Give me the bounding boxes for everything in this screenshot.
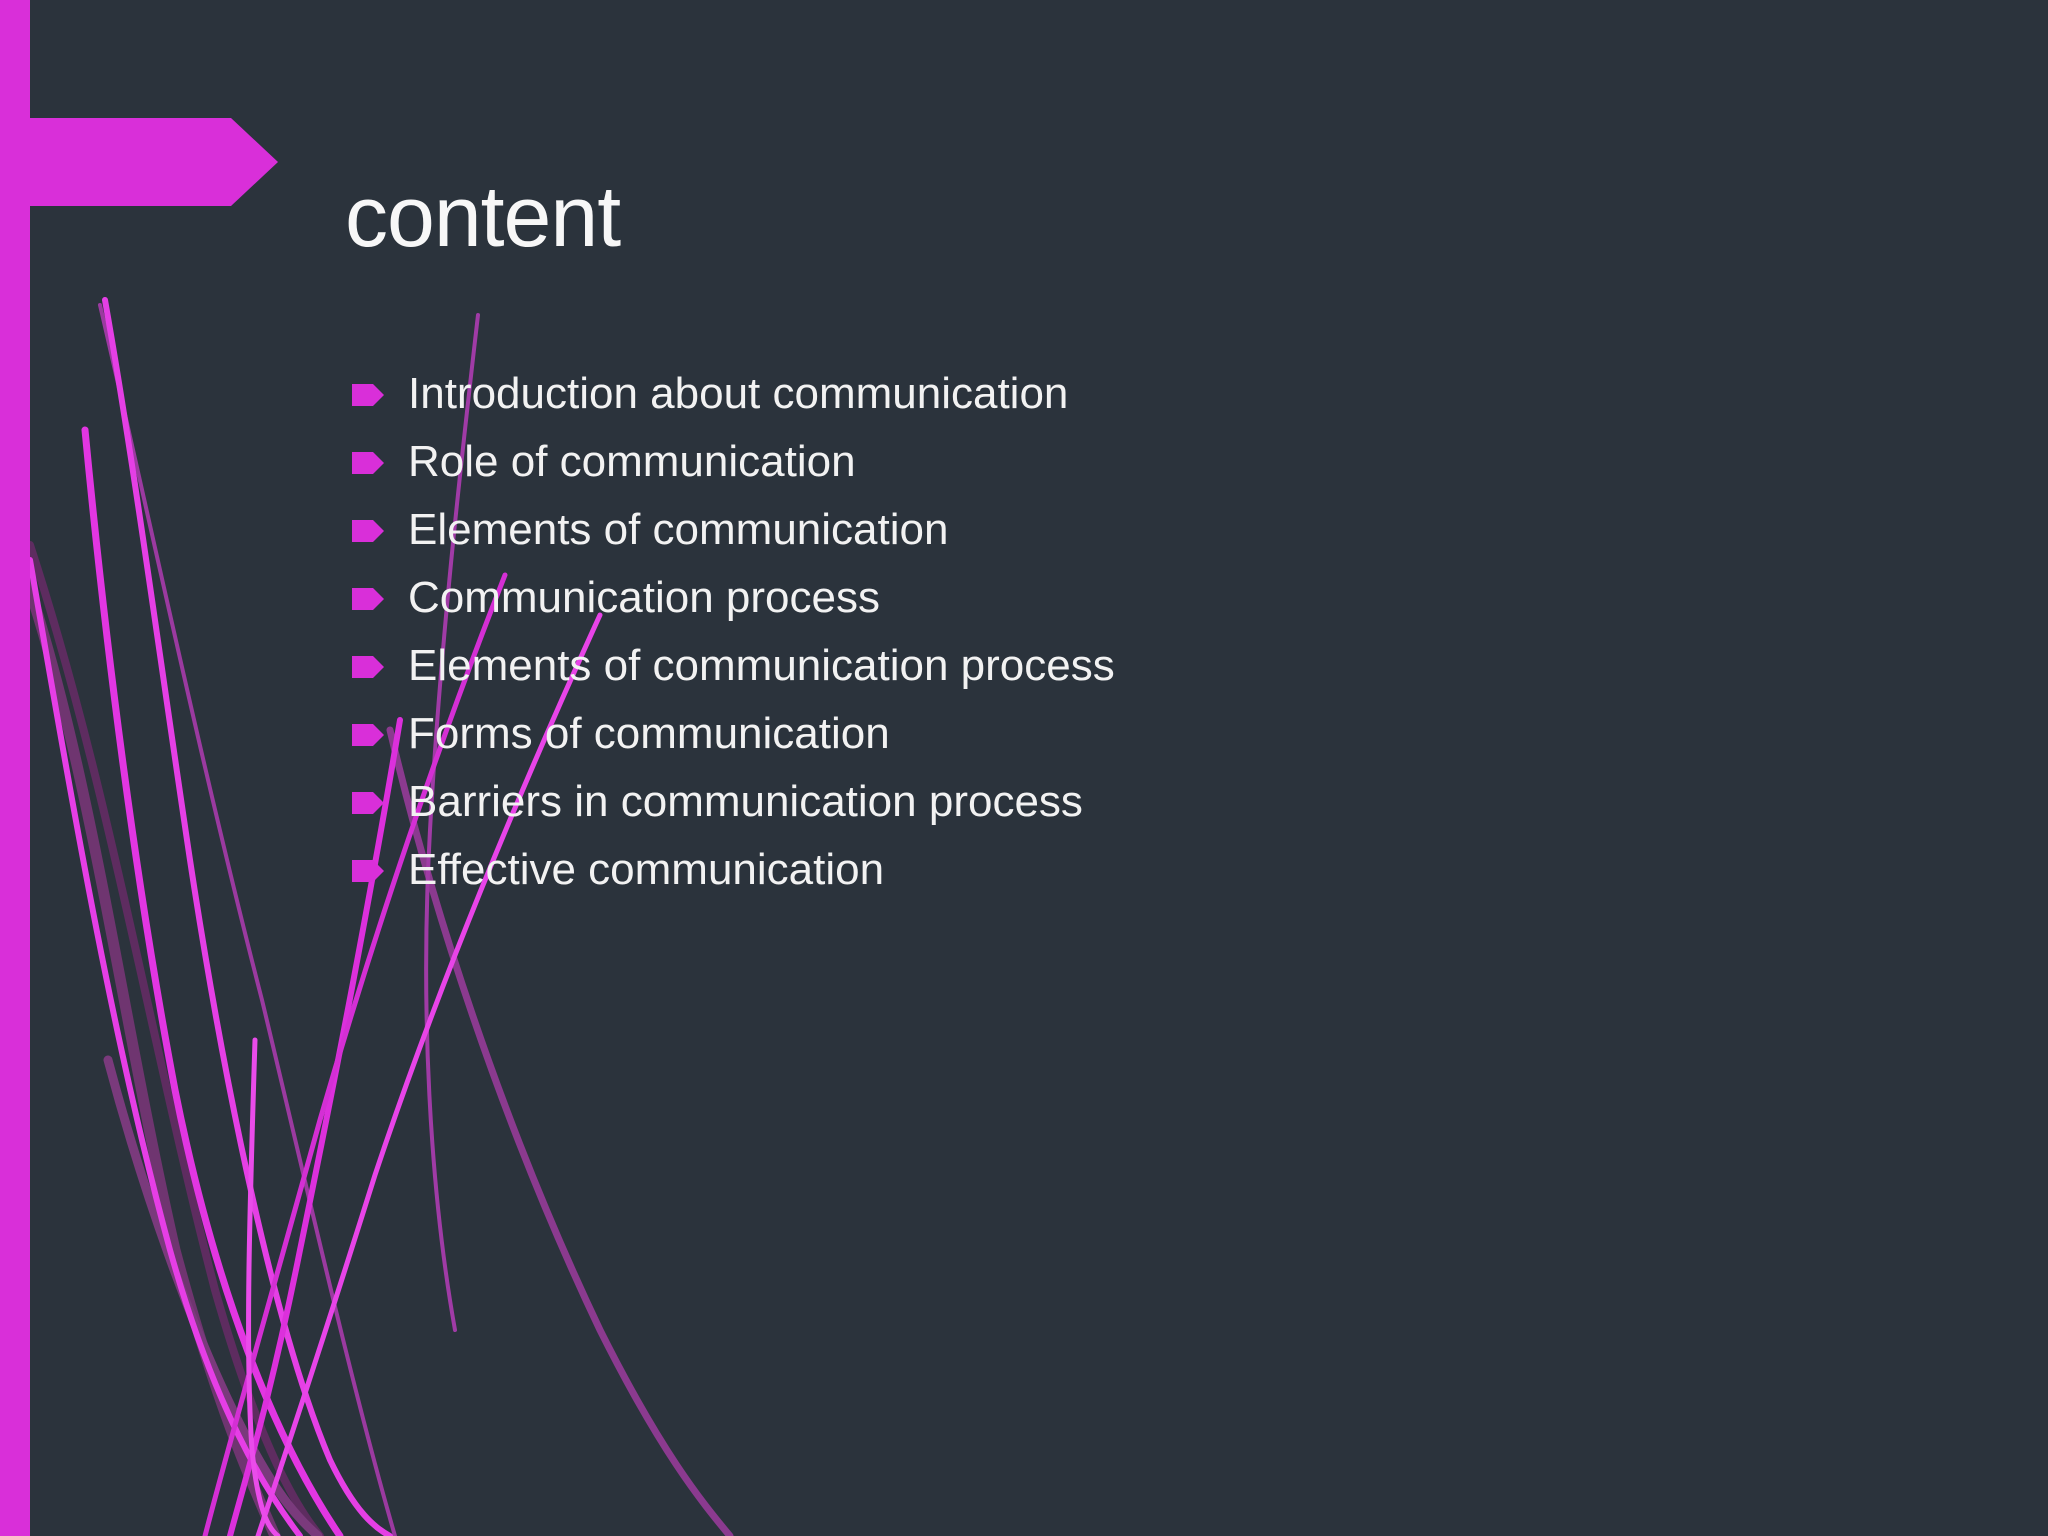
reed-dark-3 [103, 1055, 323, 1536]
list-item[interactable]: Forms of communication [352, 700, 1852, 768]
arrow-bullet-icon [352, 588, 384, 610]
list-item[interactable]: Elements of communication [352, 496, 1852, 564]
reed-bright-1 [102, 297, 393, 1536]
arrow-banner-polygon [0, 118, 278, 206]
list-item-label: Role of communication [408, 437, 856, 486]
arrow-bullet-icon [352, 724, 384, 746]
list-item-label: Barriers in communication process [408, 777, 1083, 826]
list-item[interactable]: Communication process [352, 564, 1852, 632]
list-item-label: Communication process [408, 573, 880, 622]
arrow-bullet-icon [352, 384, 384, 406]
list-item-label: Effective communication [408, 845, 885, 894]
reed-dark-2 [26, 541, 324, 1536]
arrow-bullet-icon [352, 656, 384, 678]
page-title: content [345, 168, 621, 265]
list-item-label: Forms of communication [408, 709, 890, 758]
content-bullet-list: Introduction about communication Role of… [352, 360, 1852, 904]
list-item-label: Elements of communication [408, 505, 949, 554]
left-accent-bar [0, 0, 30, 1536]
list-item-label: Introduction about communication [408, 369, 1069, 418]
reed-mid-1 [98, 303, 397, 1536]
list-item[interactable]: Effective communication [352, 836, 1852, 904]
reed-bright-7 [246, 1037, 281, 1536]
reed-dark-1 [14, 554, 281, 1536]
reed-bright-2 [81, 426, 344, 1536]
arrow-bullet-icon [352, 452, 384, 474]
arrow-banner-shape [0, 118, 278, 206]
list-item[interactable]: Role of communication [352, 428, 1852, 496]
arrow-bullet-icon [352, 860, 384, 882]
arrow-bullet-icon [352, 792, 384, 814]
reed-bright-3 [27, 557, 303, 1536]
list-item[interactable]: Barriers in communication process [352, 768, 1852, 836]
list-item[interactable]: Elements of communication process [352, 632, 1852, 700]
list-item[interactable]: Introduction about communication [352, 360, 1852, 428]
arrow-bullet-icon [352, 520, 384, 542]
list-item-label: Elements of communication process [408, 641, 1115, 690]
